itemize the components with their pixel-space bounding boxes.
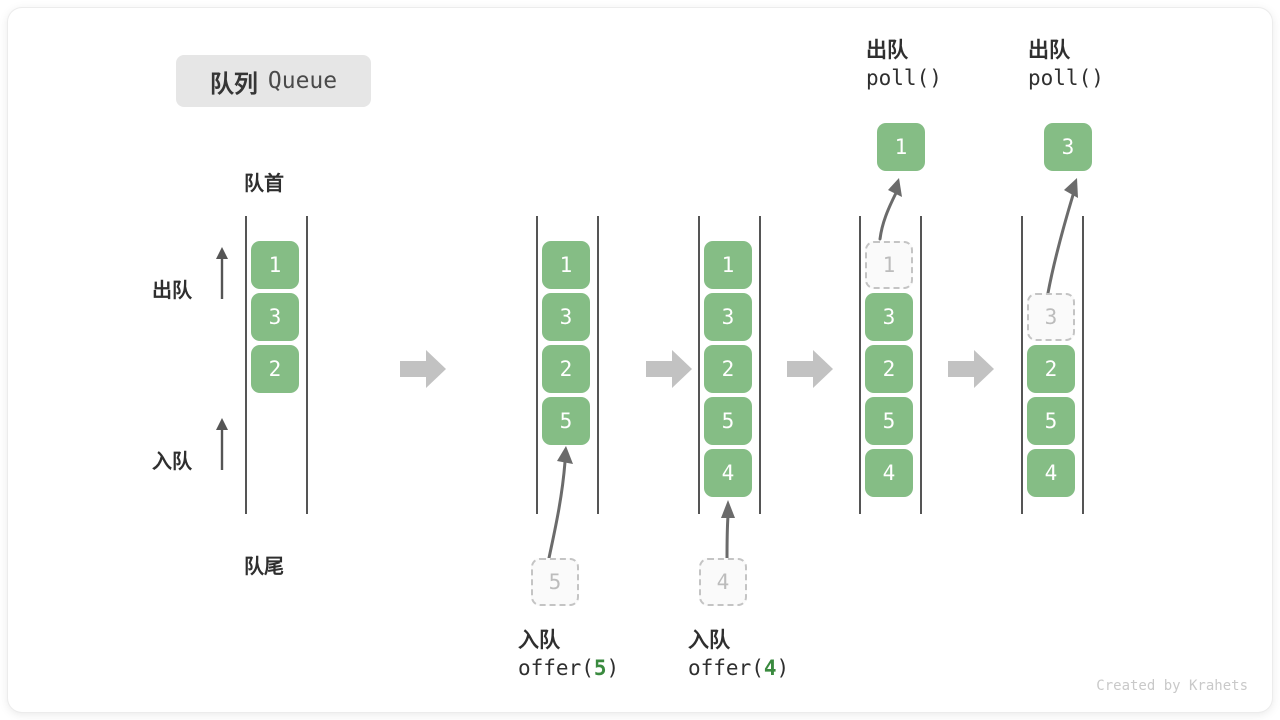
dequeue-direction-arrow-icon <box>216 247 228 299</box>
step-arrow-4-icon <box>948 350 994 388</box>
state-5-ghost-item: 3 <box>1027 293 1075 341</box>
poll1-label: 出队 poll() <box>866 38 942 92</box>
diagram-title-badge: 队列 Queue <box>176 55 371 107</box>
state-3-item-2: 2 <box>704 345 752 393</box>
offer4-label: 入队 offer(4) <box>688 628 789 682</box>
offer4-ghost-item: 4 <box>699 558 747 606</box>
poll3-suffix: ) <box>1091 65 1104 90</box>
state-3-item-4: 4 <box>704 449 752 497</box>
state-2-item-3: 5 <box>542 397 590 445</box>
offer4-suffix: ) <box>776 655 790 680</box>
poll3-label: 出队 poll() <box>1028 38 1104 92</box>
step-arrow-1-icon <box>400 350 446 388</box>
state-5-rail-right <box>1082 216 1084 514</box>
enqueue-direction-arrow-icon <box>216 418 228 470</box>
state-5-item-0: 2 <box>1027 345 1075 393</box>
state-1-item-1: 3 <box>251 293 299 341</box>
state-5-item-2: 4 <box>1027 449 1075 497</box>
state-1-item-2: 2 <box>251 345 299 393</box>
state-3-rail-right <box>759 216 761 514</box>
state-1-item-0: 1 <box>251 241 299 289</box>
state-2-item-1: 3 <box>542 293 590 341</box>
offer5-label: 入队 offer(5) <box>518 628 619 682</box>
diagram-card: 队列 Queue 队首 队尾 出队 入队 1 3 2 1 3 2 5 5 入队 … <box>8 8 1272 712</box>
offer4-label-line1: 入队 <box>688 629 730 652</box>
state-3-item-0: 1 <box>704 241 752 289</box>
poll3-label-line2: poll() <box>1028 65 1104 92</box>
poll3-arrow-icon <box>1046 178 1078 295</box>
offer4-prefix: offer( <box>688 655 764 680</box>
offer5-prefix: offer( <box>518 655 594 680</box>
state-4-ghost-item: 1 <box>865 241 913 289</box>
offer5-label-line1: 入队 <box>518 629 560 652</box>
state-4-item-1: 2 <box>865 345 913 393</box>
state-3-rail-left <box>698 216 700 514</box>
poll1-label-line2: poll() <box>866 65 942 92</box>
step-arrow-3-icon <box>787 350 833 388</box>
state-2-item-2: 2 <box>542 345 590 393</box>
state-4-rail-right <box>920 216 922 514</box>
state-4-item-3: 4 <box>865 449 913 497</box>
poll1-suffix: ) <box>929 65 942 90</box>
state-2-rail-left <box>536 216 538 514</box>
offer5-label-line2: offer(5) <box>518 655 619 682</box>
state-5-rail-left <box>1021 216 1023 514</box>
offer5-ghost-item: 5 <box>531 558 579 606</box>
offer4-arrow-icon <box>721 500 735 562</box>
offer4-label-line2: offer(4) <box>688 655 789 682</box>
state-2-rail-right <box>597 216 599 514</box>
state-2-item-0: 1 <box>542 241 590 289</box>
popped-item-2: 3 <box>1044 123 1092 171</box>
title-cn: 队列 <box>209 70 258 98</box>
offer5-value: 5 <box>593 655 607 680</box>
state-4-item-0: 3 <box>865 293 913 341</box>
poll3-prefix: poll( <box>1028 65 1092 90</box>
offer5-arrow-icon <box>547 446 573 560</box>
poll1-arrow-icon <box>878 178 902 241</box>
state-4-rail-left <box>859 216 861 514</box>
credit-text: Created by Krahets <box>1096 678 1248 694</box>
queue-head-label: 队首 <box>244 173 284 195</box>
state-1-rail-right <box>306 216 308 514</box>
step-arrow-2-icon <box>646 350 692 388</box>
state-3-item-3: 5 <box>704 397 752 445</box>
state-1-rail-left <box>245 216 247 514</box>
state-4-item-2: 5 <box>865 397 913 445</box>
enqueue-direction-label: 入队 <box>152 451 192 473</box>
state-5-item-1: 5 <box>1027 397 1075 445</box>
state-3-item-1: 3 <box>704 293 752 341</box>
title-en: Queue <box>267 68 338 94</box>
poll3-label-line1: 出队 <box>1028 39 1070 62</box>
offer5-suffix: ) <box>606 655 620 680</box>
queue-tail-label: 队尾 <box>244 556 284 578</box>
dequeue-direction-label: 出队 <box>152 280 192 302</box>
offer4-value: 4 <box>763 655 777 680</box>
poll1-prefix: poll( <box>866 65 930 90</box>
popped-item-1: 1 <box>877 123 925 171</box>
poll1-label-line1: 出队 <box>866 39 908 62</box>
